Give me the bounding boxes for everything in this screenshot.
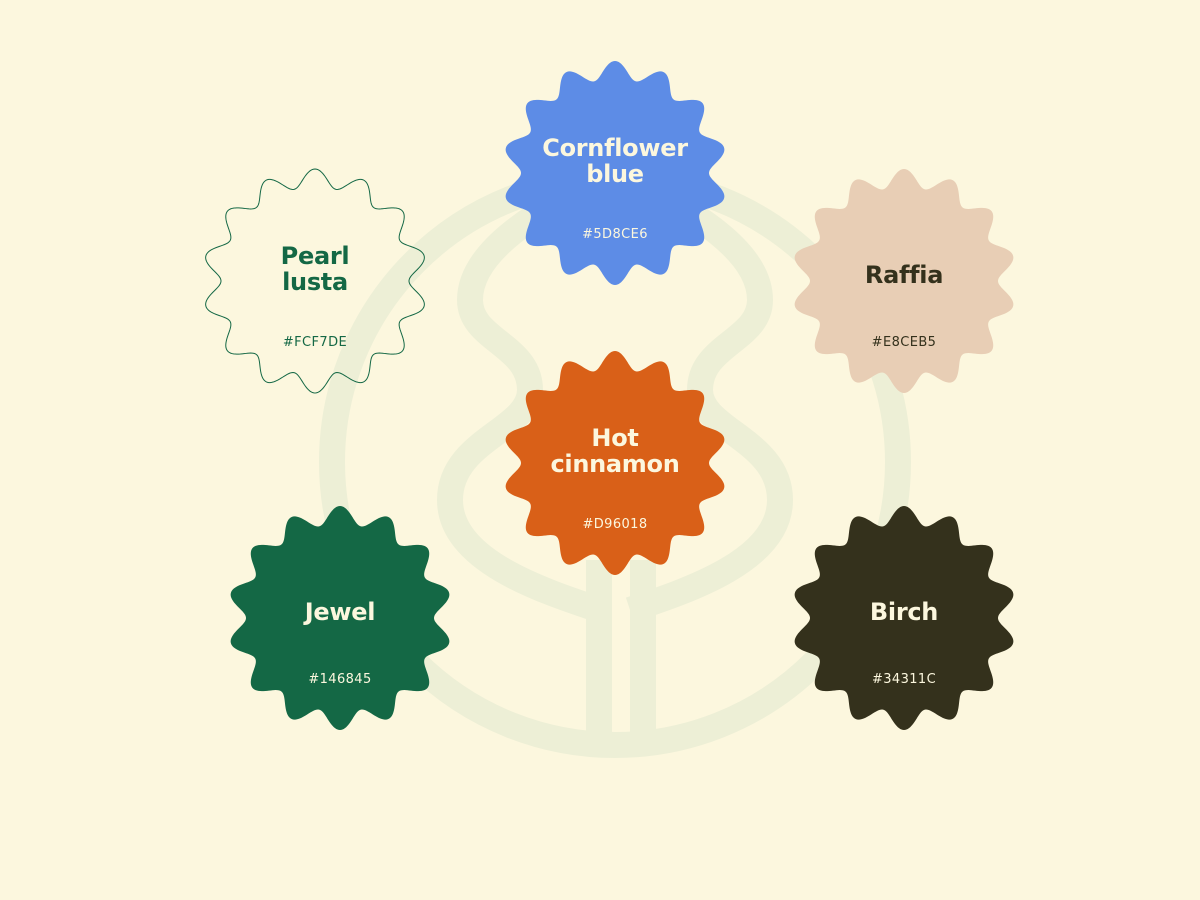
scallop-path [205,168,425,394]
swatch-raffia: Raffia #E8CEB5 [788,165,1020,397]
swatch-hex-code: #FCF7DE [282,335,348,350]
swatch-name: Birch [788,599,1020,625]
swatch-name: Raffia [788,262,1020,288]
swatch-pearl-lusta: Pearl lusta #FCF7DE [199,165,431,397]
swatch-name: Cornflower blue [499,135,731,187]
swatch-name-line: cinnamon [550,450,680,478]
swatch-hex-code: #34311C [871,672,937,687]
swatch-hex-code: #D96018 [582,517,648,532]
scallop-path [505,351,725,575]
scallop-path [505,61,725,285]
swatch-hot-cinnamon: Hot cinnamon #D96018 [499,347,731,579]
swatch-jewel: Jewel #146845 [224,502,456,734]
swatch-cornflower-blue: Cornflower blue #5D8CE6 [499,57,731,289]
swatch-name-line: Pearl [280,242,350,270]
swatch-name-line: blue [586,160,644,188]
swatch-birch: Birch #34311C [788,502,1020,734]
scallop-badge-shape [205,168,425,394]
scallop-badge-shape [505,351,725,575]
scallop-badge-shape [230,506,450,730]
swatch-name: Pearl lusta [199,243,431,295]
scallop-path [794,169,1014,393]
swatch-hex-code: #E8CEB5 [871,335,937,350]
scallop-path [230,506,450,730]
swatch-name-line: Cornflower [542,134,688,162]
swatch-name-line: lusta [282,268,348,296]
swatch-name: Hot cinnamon [499,425,731,477]
swatch-hex-code: #146845 [308,672,372,687]
swatch-hex-code: #5D8CE6 [582,227,648,242]
swatch-name-line: Hot [591,424,639,452]
scallop-path [794,506,1014,730]
scallop-badge-shape [505,61,725,285]
swatch-name-line: Birch [869,598,939,626]
swatch-name-line: Raffia [864,261,944,289]
scallop-badge-shape [794,169,1014,393]
scallop-badge-shape [794,506,1014,730]
swatch-name: Jewel [224,599,456,625]
swatch-name-line: Jewel [304,598,376,626]
